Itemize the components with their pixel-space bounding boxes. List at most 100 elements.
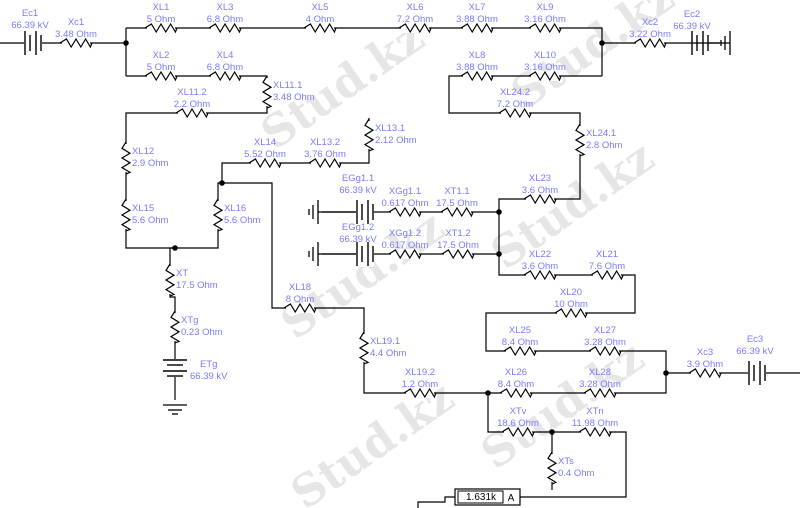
source-egg1-1[interactable]: EGg1.166.39 kV [308,173,377,225]
resistor-xl1[interactable]: XL15 Ohm [144,2,178,34]
resistor-value: 3.16 Ohm [524,62,566,73]
resistor-icon [120,198,132,232]
resistor-label: XL24.2 [500,87,530,98]
resistor-label: XTs [558,456,574,467]
resistor-icon [440,206,474,218]
resistor-label: XL8 [469,50,486,61]
resistor-xl19-1[interactable]: XL19.14.4 Ohm [358,331,407,365]
resistor-value: 5.52 Ohm [244,149,286,160]
resistor-label: Xc1 [68,17,84,28]
ground-icon [308,242,356,266]
resistor-label: XL20 [560,287,582,298]
resistor-icon [303,22,337,34]
resistor-xt1-2[interactable]: XT1.217.5 Ohm [437,228,479,260]
junction-node [599,40,605,46]
resistor-label: XL26 [505,367,527,378]
resistor-icon [688,367,722,379]
resistor-icon [523,269,557,281]
resistor-xgg1-2[interactable]: XGg1.20.617 Ohm [382,228,429,260]
resistor-xl2[interactable]: XL25 Ohm [144,50,178,82]
resistor-icon [144,22,178,34]
resistor-label: XGg1.1 [389,186,421,197]
resistor-value: 8 Ohm [286,294,315,305]
source-egg1-2[interactable]: EGg1.266.39 kV [308,222,377,267]
resistor-label: XL15 [132,203,154,214]
resistor-xl11-1[interactable]: XL11.13.48 Ohm [261,75,315,109]
resistor-label: XL14 [254,137,276,148]
resistor-xl24-2[interactable]: XL24.27.2 Ohm [497,87,534,119]
resistor-label: XL24.1 [586,128,616,139]
resistor-value: 17.5 Ohm [176,280,218,291]
resistor-icon [499,387,533,399]
resistor-icon [59,37,93,49]
resistor-icon [441,248,475,260]
resistor-xl19-2[interactable]: XL19.21.2 Ohm [402,367,439,399]
source-label: Ec2 [684,9,700,20]
resistor-xl24-1[interactable]: XL24.12.8 Ohm [574,123,623,157]
resistor-value: 3.28 Ohm [584,337,626,348]
resistor-value: 3.22 Ohm [629,29,671,40]
resistor-icon [208,22,242,34]
resistor-value: 3.88 Ohm [456,62,498,73]
resistor-icon [578,426,612,438]
resistor-xgg1-1[interactable]: XGg1.10.617 Ohm [382,186,429,218]
resistor-label: Xc2 [642,17,658,28]
resistor-label: XL9 [537,2,554,13]
resistor-xl13-2[interactable]: XL13.23.76 Ohm [304,137,346,169]
resistor-icon [175,107,209,119]
resistor-icon [460,70,494,82]
resistor-icon [308,157,342,169]
resistor-label: XTg [181,315,198,326]
resistor-xl11-2[interactable]: XL11.22.2 Ohm [174,87,211,119]
junction-node [496,251,502,257]
resistor-label: XL27 [594,325,616,336]
resistor-icon [388,206,422,218]
source-value: 66.39 kV [190,371,228,382]
resistor-icon [144,70,178,82]
resistor-value: 3.48 Ohm [273,92,315,103]
resistor-xt1-1[interactable]: XT1.117.5 Ohm [436,186,478,218]
source-value: 66.39 kV [339,234,377,245]
resistor-xl13-1[interactable]: XL13.12.12 Ohm [363,118,417,152]
resistor-value: 7.6 Ohm [589,261,626,272]
resistor-label: XL6 [407,2,424,13]
resistor-value: 18.6 Ohm [497,418,539,429]
resistor-icon [546,451,558,485]
resistor-label: XT [176,268,188,279]
